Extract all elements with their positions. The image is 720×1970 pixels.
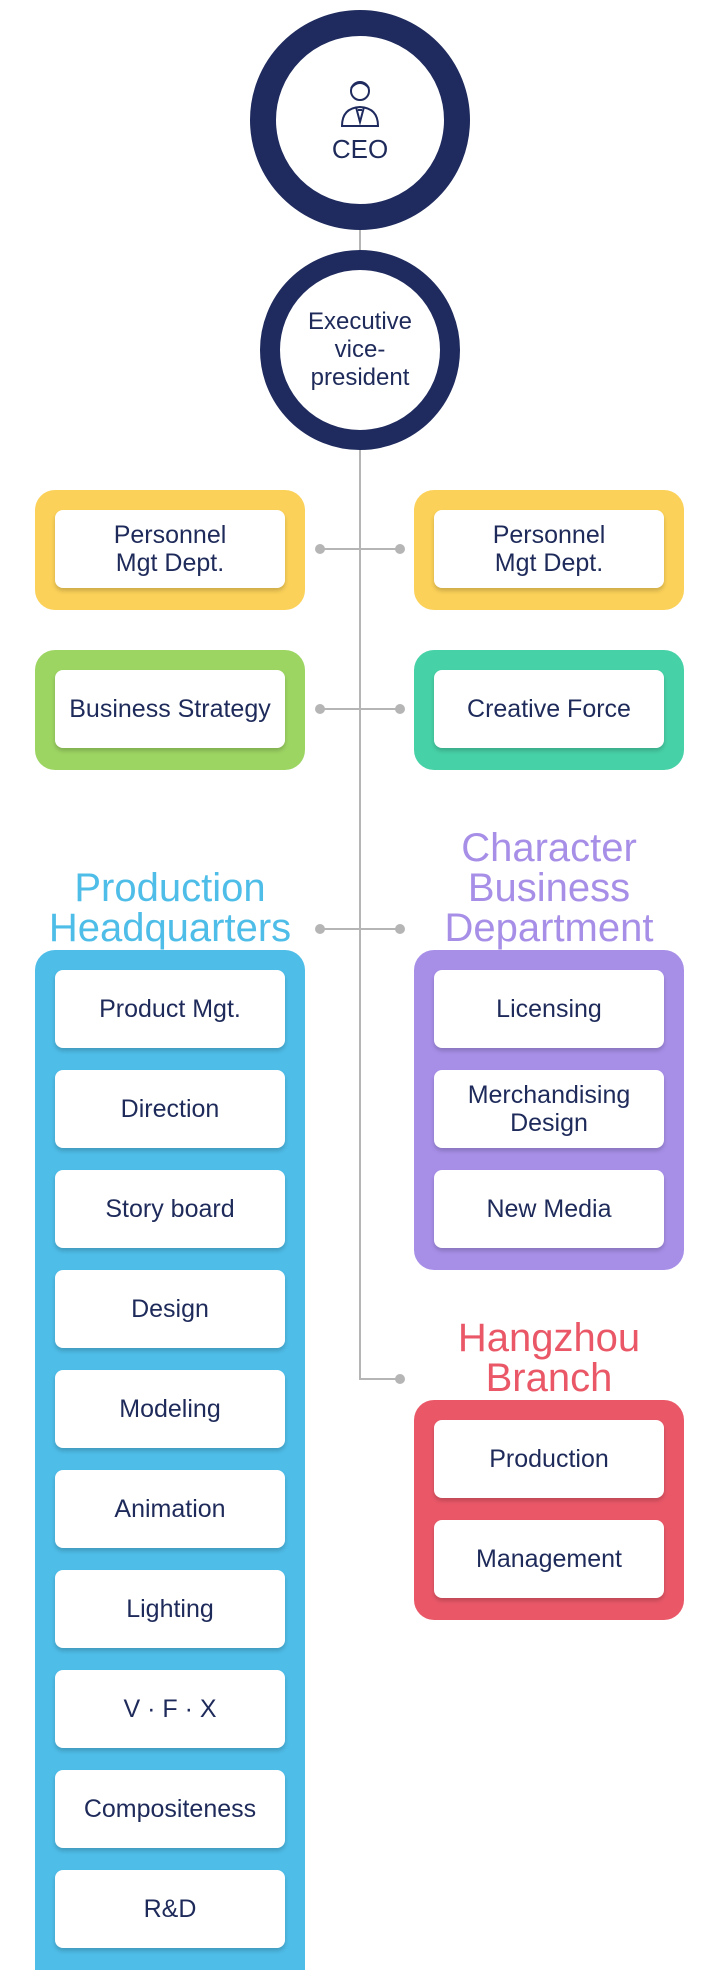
business-strategy-group: Business Strategy (35, 650, 305, 770)
character-dept-item: Merchandising Design (434, 1070, 664, 1148)
creative-force-group: Creative Force (414, 650, 684, 770)
ceo-node: CEO (250, 10, 470, 230)
ceo-label: CEO (331, 133, 389, 164)
connector-trunk (359, 225, 361, 1380)
character-dept-group: Licensing Merchandising Design New Media (414, 950, 684, 1270)
hangzhou-item: Management (434, 1520, 664, 1598)
personnel-left-group: Personnel Mgt Dept. (35, 490, 305, 610)
businessman-icon (340, 80, 380, 127)
evp-node: Executive vice- president (260, 250, 460, 450)
personnel-right-group: Personnel Mgt Dept. (414, 490, 684, 610)
production-hq-title: Production Headquarters (48, 866, 292, 950)
connector-dot (395, 924, 405, 934)
connector-dot (315, 544, 325, 554)
production-hq-item: Lighting (55, 1570, 285, 1648)
production-hq-item: R&D (55, 1870, 285, 1948)
connector-dot (395, 544, 405, 554)
connector-dot (315, 704, 325, 714)
production-hq-item: Animation (55, 1470, 285, 1548)
production-hq-group: Product Mgt. Direction Story board Desig… (35, 950, 305, 1970)
production-hq-item: Direction (55, 1070, 285, 1148)
connector-hangzhou (359, 1378, 400, 1380)
character-dept-title: Character Business Department (444, 826, 654, 950)
connector-production (320, 928, 400, 930)
connector-personnel (320, 548, 400, 550)
production-hq-item: Product Mgt. (55, 970, 285, 1048)
connector-dot (395, 704, 405, 714)
connector-dot (315, 924, 325, 934)
hangzhou-title: Hangzhou Branch (457, 1316, 641, 1400)
hangzhou-item: Production (434, 1420, 664, 1498)
connector-dot (395, 1374, 405, 1384)
production-hq-item: Modeling (55, 1370, 285, 1448)
production-hq-item: Compositeness (55, 1770, 285, 1848)
hangzhou-group: Production Management (414, 1400, 684, 1620)
evp-label: Executive vice- president (307, 308, 413, 391)
personnel-right-card: Personnel Mgt Dept. (434, 510, 664, 588)
production-hq-item: Design (55, 1270, 285, 1348)
production-hq-item: Story board (55, 1170, 285, 1248)
personnel-left-card: Personnel Mgt Dept. (55, 510, 285, 588)
character-dept-item: New Media (434, 1170, 664, 1248)
business-strategy-card: Business Strategy (55, 670, 285, 748)
production-hq-item: V · F · X (55, 1670, 285, 1748)
creative-force-card: Creative Force (434, 670, 664, 748)
connector-strategy (320, 708, 400, 710)
character-dept-item: Licensing (434, 970, 664, 1048)
